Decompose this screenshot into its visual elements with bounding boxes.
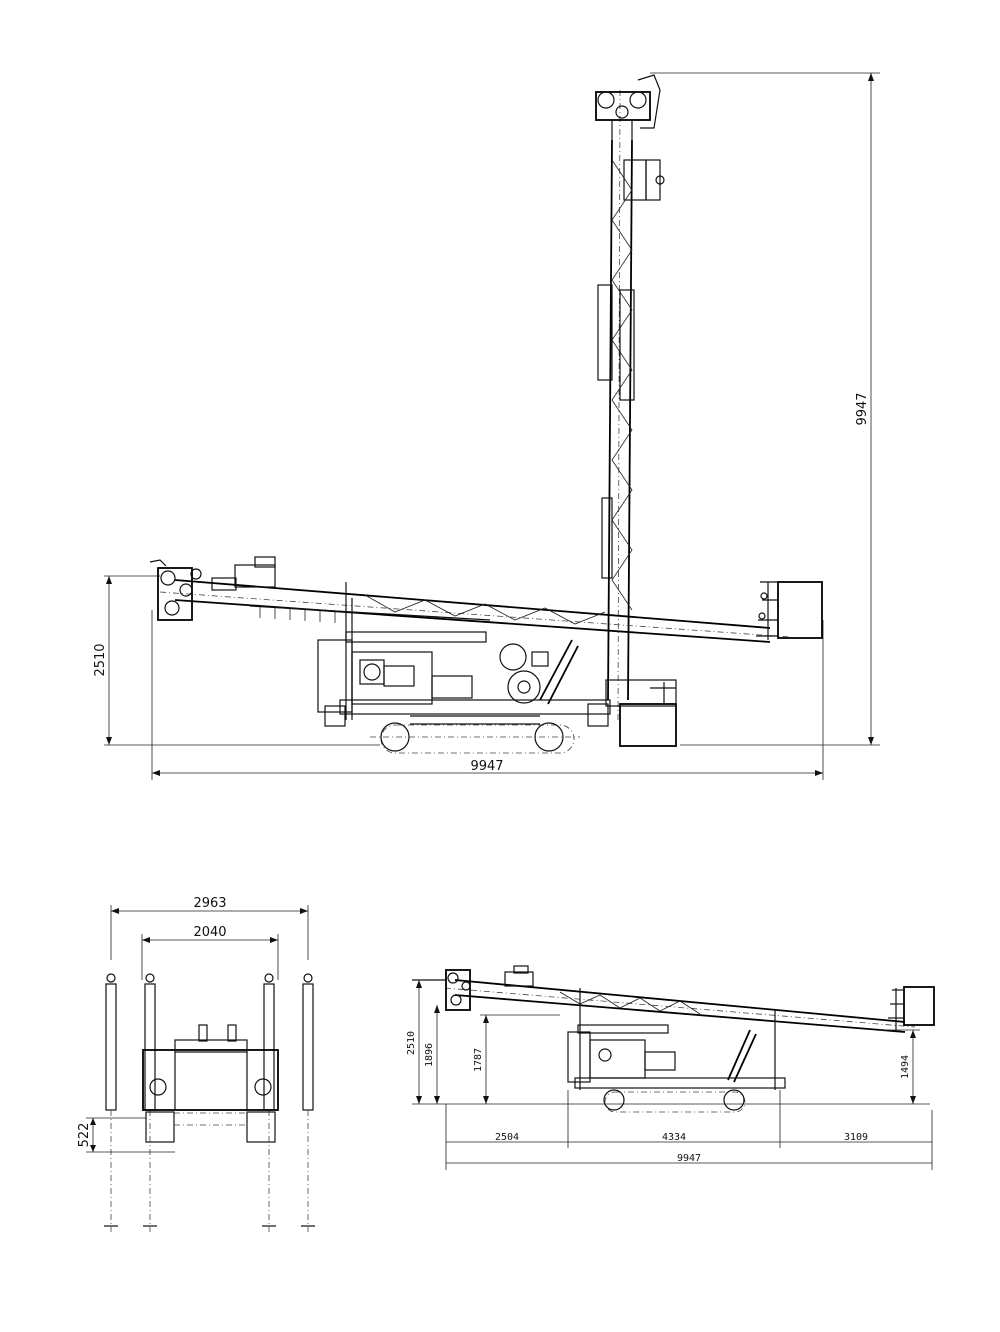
dim-inner-width: 2040 (141, 925, 279, 980)
vertical-mast (597, 89, 665, 721)
dim-height-rear-label: 1494 (900, 1055, 911, 1079)
transport-rear-block (888, 986, 935, 1030)
transport-mast (444, 965, 916, 1033)
dim-overall-length: 9947 (151, 610, 824, 780)
dim-height-total-label: 2510 (406, 1031, 417, 1055)
lift-cylinder (499, 639, 579, 705)
transport-body (567, 988, 786, 1113)
dim-transport-height: 2510 (93, 575, 380, 746)
dim-ground-clearance: 522 (77, 1117, 175, 1153)
dim-height-mast-label: 1896 (424, 1043, 435, 1067)
carrier-body (317, 582, 609, 727)
mast-foot-stabiliser (605, 679, 677, 747)
dim-inner-width-label: 2040 (193, 925, 226, 940)
dim-transport-heights: 2510 1896 1787 1494 (406, 980, 920, 1104)
dim-height-frame-label: 1787 (473, 1048, 484, 1072)
dim-overall-height-label: 9947 (855, 392, 870, 425)
crawler-tracks (339, 699, 611, 754)
dim-transport-lengths: 2504 4334 3109 9947 (445, 1090, 933, 1170)
dim-transport-height-label: 2510 (93, 643, 108, 676)
transport-front-head (412, 969, 471, 1011)
dim-transport-length-label: 9947 (677, 1153, 701, 1164)
front-view: 2963 2040 (77, 896, 315, 1232)
dim-wheelbase-label: 4334 (662, 1132, 686, 1143)
transport-view: 2510 1896 1787 1494 2504 4334 (406, 965, 935, 1170)
dim-front-overhang-label: 2504 (495, 1132, 519, 1143)
jack-legs (104, 973, 315, 1232)
side-view: 9947 2510 9947 (93, 72, 880, 780)
dim-outer-width-label: 2963 (193, 896, 226, 911)
inclined-mast (159, 556, 791, 643)
dim-overall-length-label: 9947 (470, 759, 503, 774)
mast-head (595, 74, 661, 145)
dim-outer-width: 2963 (110, 896, 309, 960)
front-body (142, 1024, 279, 1143)
dim-rear-overhang-label: 3109 (844, 1132, 868, 1143)
dim-overall-height: 9947 (650, 72, 880, 746)
rear-block (756, 581, 823, 640)
dim-ground-clearance-label: 522 (77, 1123, 92, 1148)
front-head (149, 559, 202, 621)
